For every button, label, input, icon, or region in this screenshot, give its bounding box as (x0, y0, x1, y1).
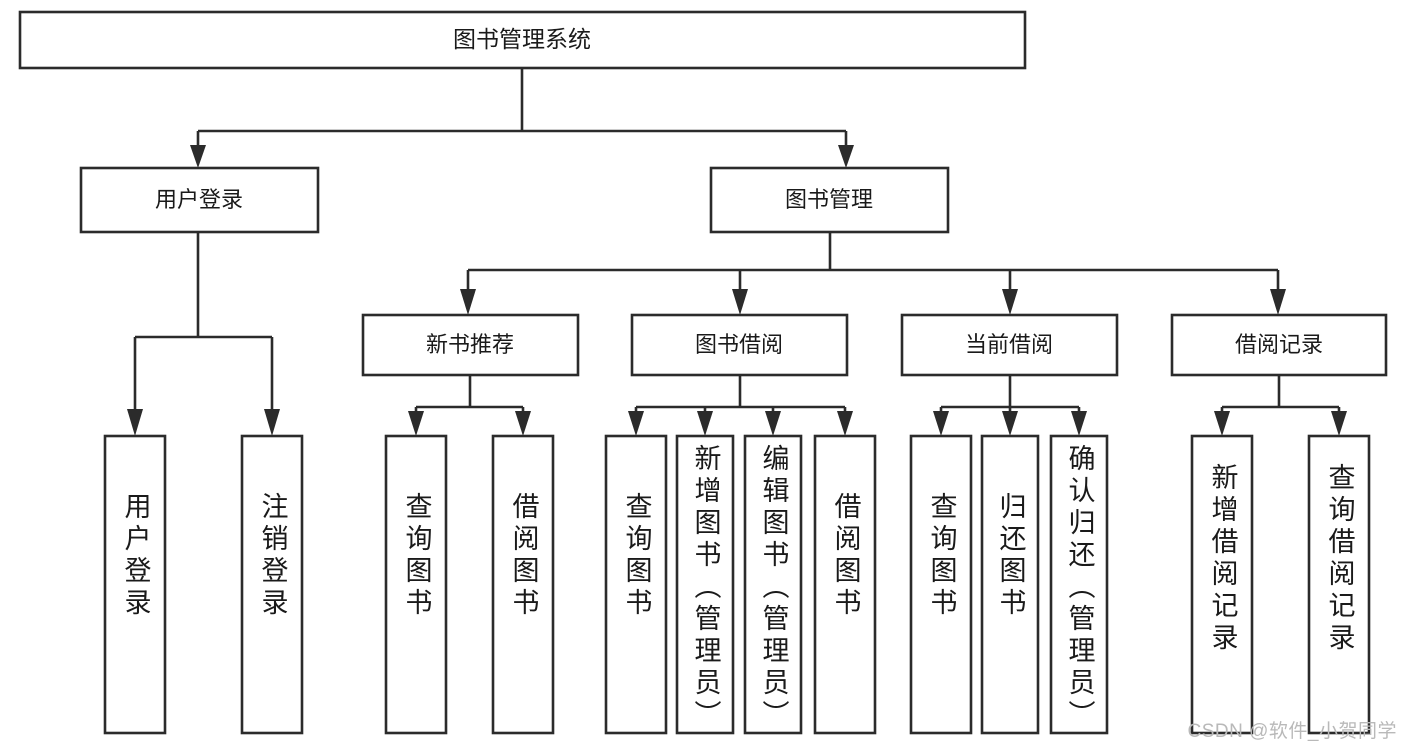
node-leaf-borrow-book-1-box[interactable] (491, 434, 555, 735)
arrow-head-icon (837, 411, 853, 436)
arrow-head-icon (264, 409, 280, 436)
node-leaf-borrow-book-2-box[interactable] (813, 434, 877, 735)
node-book-manage-box[interactable] (709, 166, 950, 234)
arrow-head-icon (697, 411, 713, 436)
arrow-head-icon (628, 411, 644, 436)
node-book-borrow-label: 图书借阅 (695, 332, 783, 357)
arrow-head-icon (515, 411, 531, 436)
node-current-borrow-box[interactable] (900, 313, 1119, 377)
node-root[interactable]: 图书管理系统 (18, 10, 1027, 70)
connector-bookmanage-to-level3 (460, 232, 1286, 315)
connector-newbook-to-leaves (408, 375, 531, 436)
node-borrow-record-box[interactable] (1170, 313, 1388, 377)
node-leaf-query-book-1-box[interactable] (384, 434, 448, 735)
connector-root-to-level2 (190, 68, 854, 168)
arrow-head-icon (1002, 411, 1018, 436)
arrow-head-icon (1214, 411, 1230, 436)
arrow-head-icon (765, 411, 781, 436)
node-book-manage[interactable]: 图书管理 (709, 166, 950, 234)
arrow-head-icon (1331, 411, 1347, 436)
node-new-book-rec-label: 新书推荐 (426, 332, 514, 357)
node-new-book-rec[interactable]: 新书推荐 (361, 313, 580, 377)
node-current-borrow[interactable]: 当前借阅 (900, 313, 1119, 377)
node-leaf-query-book-2-box[interactable] (604, 434, 668, 735)
node-user-login-box[interactable] (79, 166, 320, 234)
node-new-book-rec-box[interactable] (361, 313, 580, 377)
arrow-head-icon (190, 145, 206, 168)
arrow-head-icon (127, 409, 143, 436)
arrow-head-icon (933, 411, 949, 436)
connector-userlogin-to-leaves (127, 232, 280, 436)
arrow-head-icon (732, 289, 748, 315)
node-user-login[interactable]: 用户登录 (79, 166, 320, 234)
connector-currentborrow-to-leaves (933, 375, 1087, 436)
node-borrow-record-label: 借阅记录 (1235, 332, 1323, 357)
watermark: CSDN @软件_小贺同学 (1187, 721, 1397, 742)
arrow-head-icon (1071, 411, 1087, 436)
node-leaf-return-book-box[interactable] (980, 434, 1040, 735)
node-leaf-logout-box[interactable] (240, 434, 304, 735)
node-current-borrow-label: 当前借阅 (965, 332, 1053, 357)
node-book-borrow[interactable]: 图书借阅 (630, 313, 849, 377)
node-leaf-add-record-box[interactable] (1190, 434, 1254, 735)
node-root-label: 图书管理系统 (453, 26, 591, 52)
node-borrow-record[interactable]: 借阅记录 (1170, 313, 1388, 377)
arrow-head-icon (408, 411, 424, 436)
node-user-login-label: 用户登录 (155, 187, 243, 212)
node-book-borrow-box[interactable] (630, 313, 849, 377)
node-book-manage-label: 图书管理 (785, 187, 873, 212)
node-leaf-query-record-box[interactable] (1307, 434, 1371, 735)
arrow-head-icon (838, 145, 854, 168)
connector-borrowrecord-to-leaves (1214, 375, 1347, 436)
node-leaf-query-book-3-box[interactable] (909, 434, 973, 735)
node-leaf-user-login-box[interactable] (103, 434, 167, 735)
arrow-head-icon (460, 289, 476, 315)
node-leaf-edit-book-box[interactable] (743, 434, 803, 735)
arrow-head-icon (1002, 289, 1018, 315)
node-leaf-add-book-box[interactable] (675, 434, 735, 735)
node-root-box[interactable] (18, 10, 1027, 70)
arrow-head-icon (1270, 289, 1286, 315)
connector-bookborrow-to-leaves (628, 375, 853, 436)
node-leaf-confirm-return-box[interactable] (1049, 434, 1109, 735)
